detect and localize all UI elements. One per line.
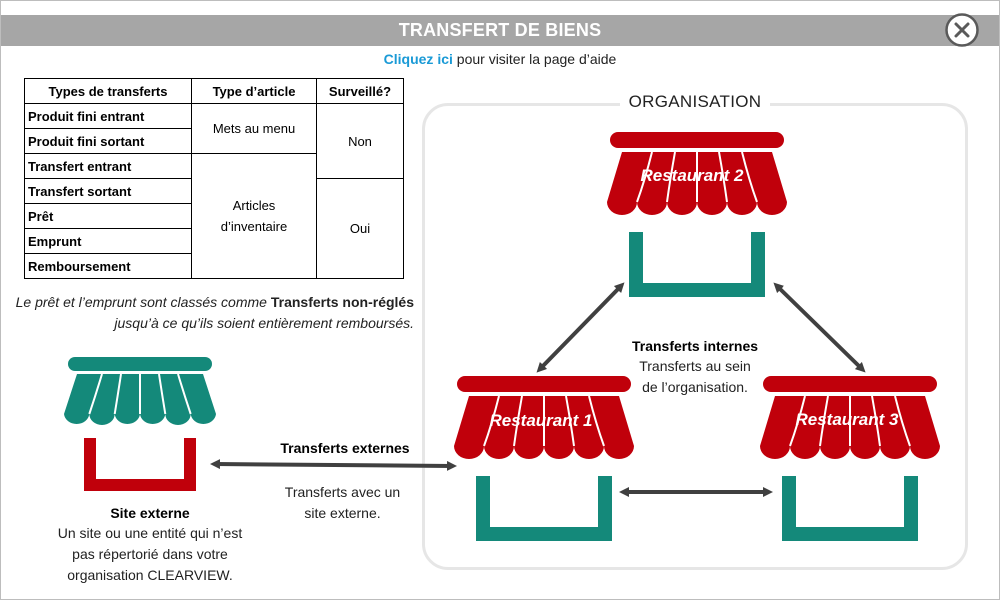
table-header-article: Type d’article [191,78,317,104]
internal-transfers-title: Transferts internes [631,338,759,354]
restaurant-1-label: Restaurant 1 [490,411,593,430]
internal-transfers-desc: Transferts au sein de l’organisation. [610,356,780,398]
external-transfers-title: Transferts externes [280,440,410,456]
organisation-label: ORGANISATION [620,92,770,112]
article-type-line: Articles [232,198,276,213]
external-site-store-icon [63,356,217,492]
note-text: Le prêt et l’emprunt sont classés comme [15,294,271,310]
restaurant-2-store-icon [606,131,788,298]
help-link[interactable]: Cliquez ici [383,51,453,67]
external-site-line: pas répertorié dans votre [72,546,228,562]
external-site-title: Site externe [110,505,190,521]
arrow-r2-r3 [773,282,866,373]
arrow-external [210,459,457,471]
help-line: Cliquez ici pour visiter la page d’aide [0,51,1000,67]
table-header-monitored: Surveillé? [316,78,404,104]
help-text: pour visiter la page d’aide [452,51,617,67]
monitored-cell: Non [316,103,404,179]
article-type-line: d’inventaire [220,219,288,234]
table-row-label: Transfert entrant [24,153,192,179]
restaurant-2-label: Restaurant 2 [641,166,745,185]
table-row-label: Remboursement [24,253,192,279]
close-icon[interactable] [945,13,979,47]
external-site-desc: Un site ou une entité qui n’est pas répe… [20,523,280,586]
table-row-label: Produit fini sortant [24,128,192,154]
internal-desc-line: Transferts au sein [639,358,751,374]
restaurant-3-store-icon [759,375,941,542]
restaurant-1-store-icon [453,375,635,542]
page-title: TRANSFERT DE BIENS [398,20,602,40]
internal-desc-line: de l’organisation. [642,379,748,395]
restaurant-3-label: Restaurant 3 [796,410,900,429]
table-header-types: Types de transferts [24,78,192,104]
external-site-line: Un site ou une entité qui n’est [57,525,243,541]
external-desc-line: Transferts avec un [284,484,401,500]
table-row-label: Transfert sortant [24,178,192,204]
note-text: jusqu’à ce qu’ils soient entièrement rem… [114,315,414,331]
title-bar [1,15,999,46]
monitored-cell: Oui [316,178,404,279]
arrow-r1-r2 [536,282,625,373]
external-transfers-desc: Transferts avec un site externe. [260,482,425,524]
external-desc-line: site externe. [304,505,381,521]
table-row-label: Produit fini entrant [24,103,192,129]
loan-note: Le prêt et l’emprunt sont classés comme … [14,292,414,334]
note-bold: Transferts non-réglés [270,294,414,310]
transfer-types-table: Types de transferts Type d’article Surve… [24,78,404,279]
article-type-cell: Articles d’inventaire [191,153,317,279]
external-site-line: organisation CLEARVIEW. [67,567,233,583]
